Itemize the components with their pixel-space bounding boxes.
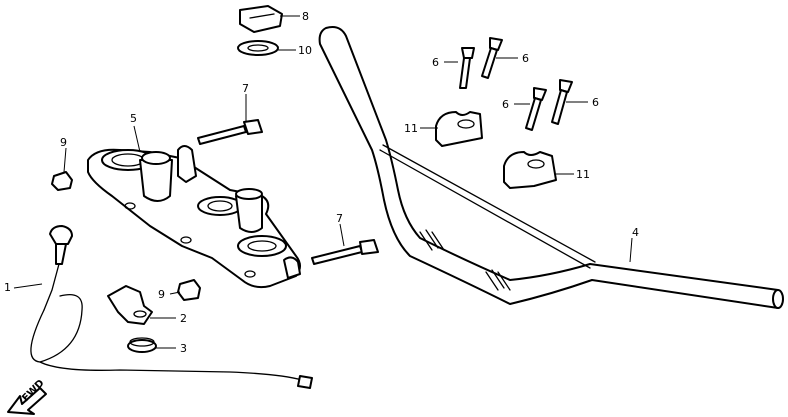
bracket[interactable]: [107, 285, 153, 325]
handlebar-holder-upper[interactable]: [435, 111, 483, 147]
callout-9b: 9: [158, 288, 165, 301]
callout-3: 3: [180, 342, 187, 355]
forward-direction-arrow-icon: [7, 387, 47, 415]
washer[interactable]: [237, 40, 279, 56]
callout-2: 2: [180, 312, 187, 325]
steering-stem-nut[interactable]: [239, 5, 283, 33]
bolt-6-a[interactable]: [459, 47, 475, 89]
bolt-6-d[interactable]: [551, 79, 573, 125]
nut-center[interactable]: [177, 279, 201, 301]
callout-6b: 6: [522, 52, 529, 65]
callout-11a: 11: [404, 122, 418, 135]
callout-8: 8: [302, 10, 309, 23]
callout-leaders: [13, 15, 633, 349]
callout-5: 5: [130, 112, 137, 125]
callouts: 1 2 3 4 5 6 6 6 6 7 7 8 9 9 10 11 11: [4, 10, 639, 355]
callout-7a: 7: [242, 82, 249, 95]
handlebar[interactable]: [318, 26, 784, 309]
bolt-6-b[interactable]: [481, 37, 503, 79]
bolt-upper[interactable]: [197, 119, 263, 145]
top-bridge[interactable]: [87, 145, 301, 289]
grommet[interactable]: [127, 337, 157, 353]
bolt-lower[interactable]: [311, 239, 379, 265]
callout-6a: 6: [432, 56, 439, 69]
callout-9a: 9: [60, 136, 67, 149]
callout-11b: 11: [576, 168, 590, 181]
callout-1: 1: [4, 281, 11, 294]
callout-7b: 7: [336, 212, 343, 225]
bolt-6-c[interactable]: [525, 87, 547, 131]
choke-cable[interactable]: [30, 225, 313, 389]
handlebar-holder-lower[interactable]: [503, 151, 557, 189]
nut-left[interactable]: [51, 171, 73, 191]
callout-6d: 6: [592, 96, 599, 109]
callout-10: 10: [298, 44, 312, 57]
callout-4: 4: [632, 226, 639, 239]
callout-6c: 6: [502, 98, 509, 111]
